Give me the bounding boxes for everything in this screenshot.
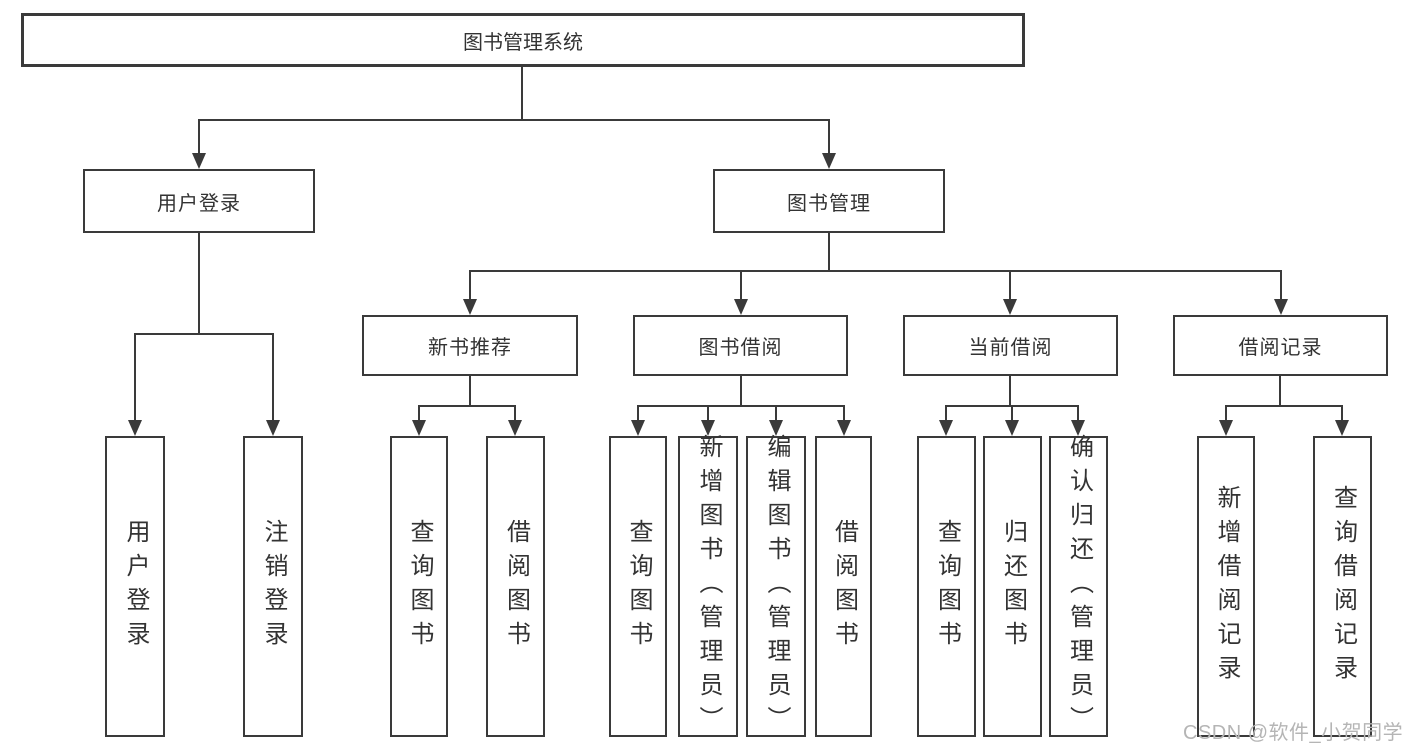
leaf-label: 查询借阅记录 <box>1329 484 1357 689</box>
leaf-query-books-borrow: 查询图书 <box>609 436 667 737</box>
node-current-borrow: 当前借阅 <box>903 315 1118 376</box>
node-label: 当前借阅 <box>968 337 1053 359</box>
leaf-label: 归还图书 <box>999 518 1027 655</box>
connector-login-to-leaf2 <box>272 333 274 421</box>
node-root-library-system: 图书管理系统 <box>21 13 1025 67</box>
leaf-logout: 注销登录 <box>243 436 303 737</box>
arrow-down-icon <box>128 420 142 436</box>
leaf-label: 借阅图书 <box>502 518 530 655</box>
leaf-borrow-books: 借阅图书 <box>815 436 872 737</box>
leaf-label: 注销登录 <box>260 518 287 655</box>
connector-records-leaf1 <box>1225 405 1227 421</box>
arrow-down-icon <box>266 420 280 436</box>
node-user-login: 用户登录 <box>83 169 315 233</box>
connector-recommend-leaf2 <box>514 405 516 421</box>
arrow-down-icon <box>508 420 522 436</box>
arrow-down-icon <box>701 420 715 436</box>
arrow-down-icon <box>1274 299 1288 315</box>
connector-borrow-rail <box>638 405 844 407</box>
node-book-borrow: 图书借阅 <box>633 315 848 376</box>
connector-borrow-leaf2 <box>707 405 709 421</box>
node-label: 用户登录 <box>157 192 241 215</box>
connector-current-leaf1 <box>945 405 947 421</box>
connector-login-rail <box>134 333 274 335</box>
leaf-label: 新增借阅记录 <box>1213 484 1240 689</box>
leaf-query-borrow-record: 查询借阅记录 <box>1313 436 1372 737</box>
leaf-edit-books-admin: 编辑图书（管理员） <box>746 433 806 740</box>
connector-mgmt-stem <box>828 233 830 271</box>
leaf-label: 查询图书 <box>625 518 652 655</box>
leaf-borrow-books-recommend: 借阅图书 <box>486 436 545 737</box>
connector-mgmt-to-current <box>1009 270 1011 300</box>
csdn-watermark: CSDN @软件_小贺同学 <box>1183 722 1404 744</box>
connector-root-stem <box>521 66 523 120</box>
arrow-down-icon <box>192 153 206 169</box>
connector-recommend-stem <box>469 376 471 407</box>
arrow-down-icon <box>1335 420 1349 436</box>
connector-current-leaf3 <box>1077 405 1079 421</box>
node-label: 图书借阅 <box>698 337 783 359</box>
arrow-down-icon <box>734 299 748 315</box>
node-label: 图书管理 <box>787 192 871 215</box>
leaf-label: 新增图书（管理员） <box>695 433 722 740</box>
connector-borrow-stem <box>740 376 742 407</box>
connector-root-to-login <box>198 119 200 154</box>
connector-recommend-rail <box>419 405 516 407</box>
connector-mgmt-to-borrow <box>740 270 742 300</box>
node-borrow-records: 借阅记录 <box>1173 315 1388 376</box>
arrow-down-icon <box>1005 420 1019 436</box>
connector-records-stem <box>1279 376 1281 407</box>
connector-login-stem <box>198 233 200 334</box>
connector-borrow-leaf3 <box>775 405 777 421</box>
node-label: 图书管理系统 <box>463 31 583 54</box>
node-book-management: 图书管理 <box>713 169 945 233</box>
leaf-label: 查询图书 <box>406 518 433 655</box>
arrow-down-icon <box>463 299 477 315</box>
leaf-confirm-return-admin: 确认归还（管理员） <box>1049 433 1108 740</box>
leaf-label: 借阅图书 <box>830 518 858 655</box>
arrow-down-icon <box>822 153 836 169</box>
leaf-user-login: 用户登录 <box>105 436 165 737</box>
arrow-down-icon <box>412 420 426 436</box>
connector-records-rail <box>1226 405 1343 407</box>
arrow-down-icon <box>1003 299 1017 315</box>
leaf-label: 编辑图书（管理员） <box>763 433 790 740</box>
arrow-down-icon <box>631 420 645 436</box>
arrow-down-icon <box>939 420 953 436</box>
connector-borrow-leaf4 <box>843 405 845 421</box>
node-label: 新书推荐 <box>428 337 512 359</box>
leaf-query-books-recommend: 查询图书 <box>390 436 448 737</box>
node-new-book-recommend: 新书推荐 <box>362 315 578 376</box>
connector-root-rail <box>198 119 830 121</box>
connector-current-leaf2 <box>1011 405 1013 421</box>
connector-current-stem <box>1009 376 1011 407</box>
connector-root-to-mgmt <box>828 119 830 154</box>
leaf-label: 查询图书 <box>933 518 961 655</box>
node-label: 借阅记录 <box>1238 337 1323 359</box>
arrow-down-icon <box>769 420 783 436</box>
connector-mgmt-rail <box>470 270 1282 272</box>
connector-mgmt-to-records <box>1280 270 1282 300</box>
leaf-label: 确认归还（管理员） <box>1065 433 1093 740</box>
connector-login-to-leaf1 <box>134 333 136 421</box>
connector-recommend-leaf1 <box>418 405 420 421</box>
leaf-add-borrow-record: 新增借阅记录 <box>1197 436 1255 737</box>
leaf-label: 用户登录 <box>122 518 149 655</box>
arrow-down-icon <box>837 420 851 436</box>
connector-records-leaf2 <box>1341 405 1343 421</box>
leaf-return-books: 归还图书 <box>983 436 1042 737</box>
connector-borrow-leaf1 <box>637 405 639 421</box>
arrow-down-icon <box>1071 420 1085 436</box>
arrow-down-icon <box>1219 420 1233 436</box>
leaf-query-books-current: 查询图书 <box>917 436 976 737</box>
connector-mgmt-to-recommend <box>469 270 471 300</box>
leaf-add-books-admin: 新增图书（管理员） <box>678 433 738 740</box>
